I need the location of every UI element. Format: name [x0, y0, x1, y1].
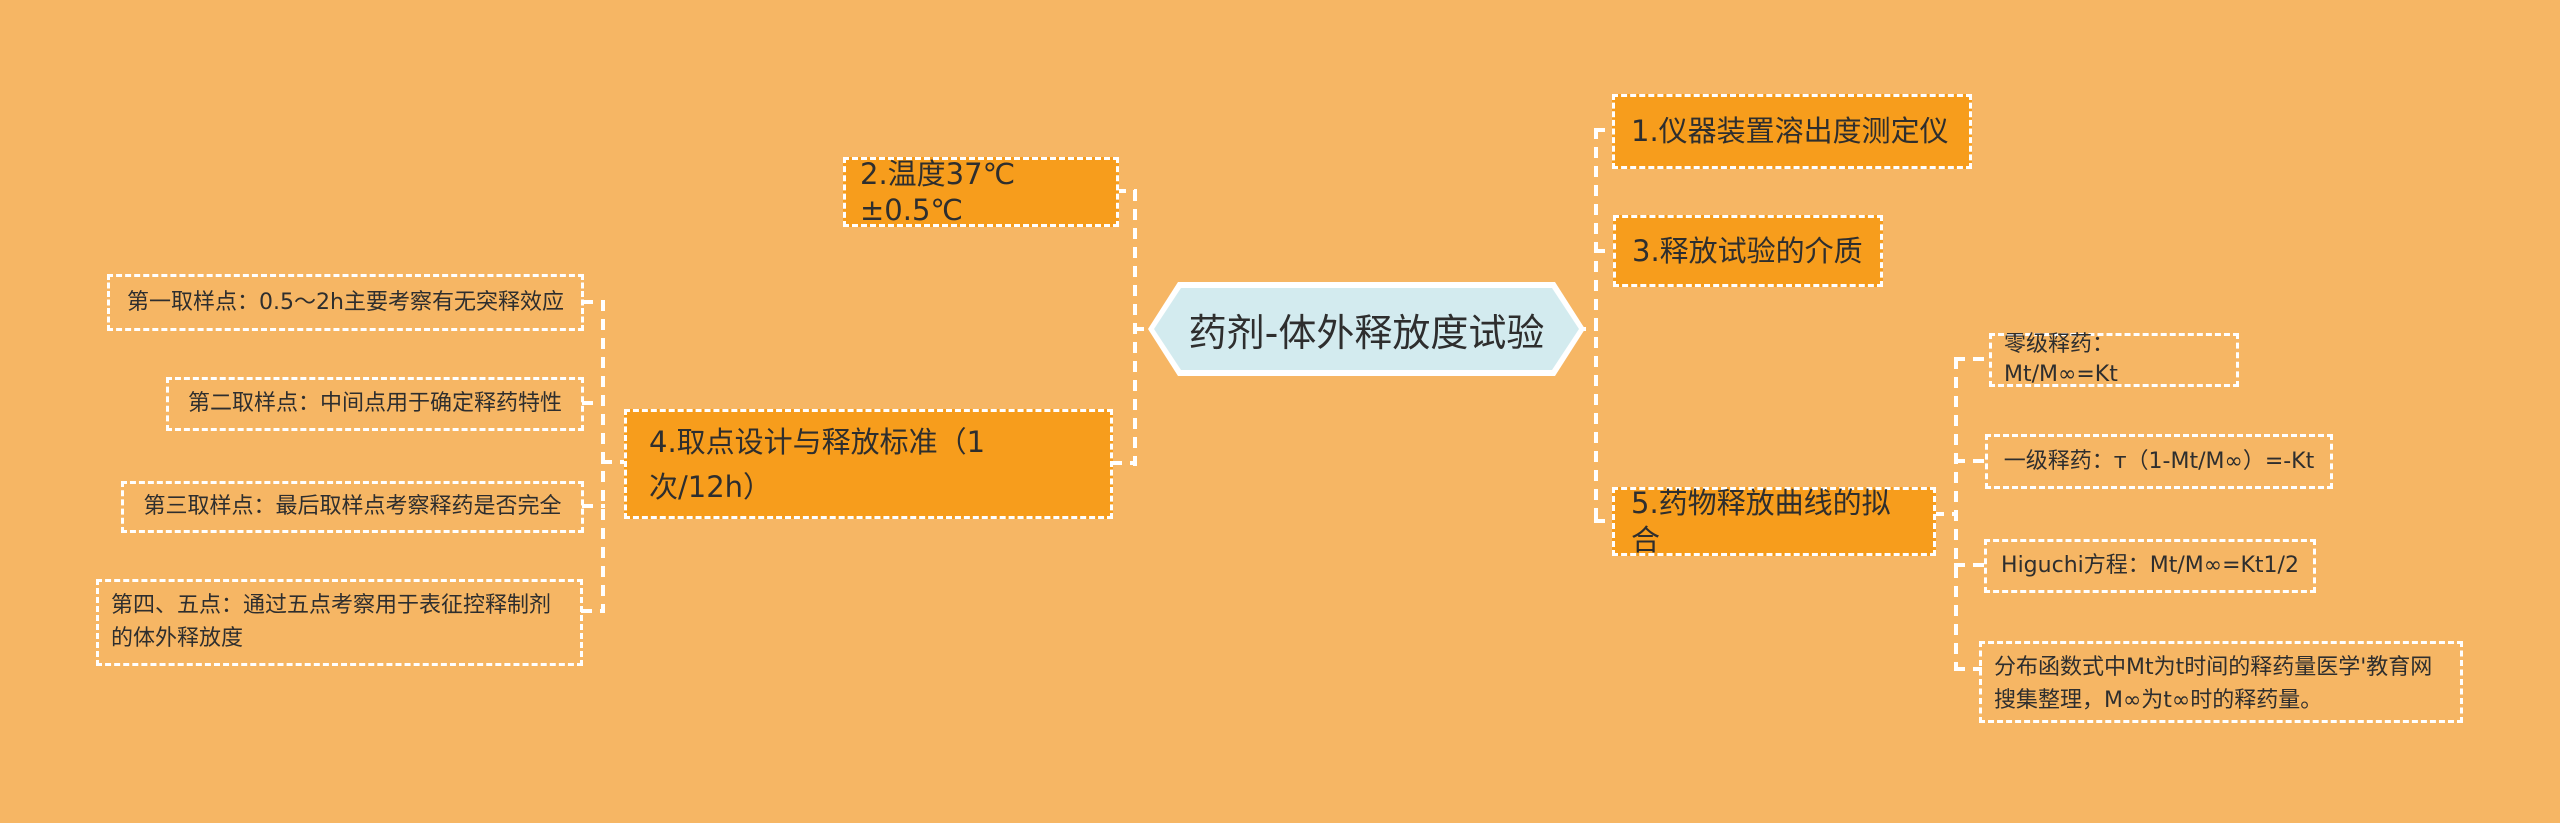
- leaf-label: 分布函数式中Mt为t时间的释药量医学'教育网搜集整理，M∞为t∞时的释药量。: [1994, 655, 2433, 713]
- connector-left-sub-trunk: [601, 300, 605, 613]
- connector-stub-branch4-right: [1111, 461, 1137, 465]
- connector-stub-branch2: [1115, 189, 1137, 193]
- connector-stub-branch5-right: [1933, 512, 1958, 516]
- branch-node-1-label: 1.仪器装置溶出度测定仪: [1631, 114, 1949, 149]
- connector-stub-branch1: [1594, 128, 1616, 132]
- connector-stub-leaf-l3: [582, 504, 605, 508]
- branch-node-2[interactable]: 2.温度37℃±0.5℃: [843, 157, 1119, 227]
- connector-stub-branch4-left: [601, 460, 628, 464]
- branch-node-2-label: 2.温度37℃±0.5℃: [860, 156, 1016, 227]
- leaf-label: 第三取样点：最后取样点考察释药是否完全: [143, 494, 562, 520]
- connector-stub-branch5-left: [1594, 519, 1616, 523]
- connector-stub-leaf-r1: [1954, 357, 1992, 361]
- leaf-node-distribution-note[interactable]: 分布函数式中Mt为t时间的释药量医学'教育网搜集整理，M∞为t∞时的释药量。: [1979, 641, 2463, 723]
- connector-stub-leaf-r2: [1954, 459, 1988, 463]
- connector-stub-leaf-l2: [582, 401, 605, 405]
- leaf-node-zero-order[interactable]: 零级释药：Mt/M∞=Kt: [1989, 332, 2239, 387]
- connector-stub-leaf-l1: [582, 300, 605, 304]
- leaf-node-sampling-point-3[interactable]: 第三取样点：最后取样点考察释药是否完全: [121, 481, 584, 533]
- leaf-node-higuchi[interactable]: Higuchi方程：Mt/M∞=Kt1/2: [1984, 539, 2316, 593]
- leaf-label: 第四、五点：通过五点考察用于表征控释制剂的体外释放度: [111, 593, 552, 651]
- root-node-label: 药剂-体外释放度试验: [1188, 310, 1545, 355]
- connector-stub-root-left: [1133, 327, 1159, 331]
- branch-node-3-label: 3.释放试验的介质: [1632, 233, 1863, 268]
- root-node[interactable]: 药剂-体外释放度试验: [1148, 282, 1585, 376]
- connector-stub-leaf-l4: [581, 609, 605, 613]
- leaf-label: 第二取样点：中间点用于确定释药特性: [187, 391, 562, 417]
- branch-node-1[interactable]: 1.仪器装置溶出度测定仪: [1612, 94, 1972, 169]
- branch-node-5-label: 5.药物释放曲线的拟合: [1631, 486, 1891, 557]
- leaf-node-sampling-point-2[interactable]: 第二取样点：中间点用于确定释药特性: [166, 377, 584, 431]
- connector-stub-leaf-r4: [1954, 667, 1982, 671]
- branch-node-5[interactable]: 5.药物释放曲线的拟合: [1612, 486, 1936, 557]
- branch-node-4[interactable]: 4.取点设计与释放标准（1次/12h）: [624, 409, 1113, 519]
- leaf-label: 第一取样点：0.5～2h主要考察有无突释效应: [127, 289, 564, 315]
- leaf-node-sampling-point-1[interactable]: 第一取样点：0.5～2h主要考察有无突释效应: [107, 274, 584, 331]
- leaf-label: 一级释药：т（1-Mt/M∞）=-Kt: [2003, 448, 2315, 474]
- leaf-node-first-order[interactable]: 一级释药：т（1-Mt/M∞）=-Kt: [1985, 434, 2333, 489]
- connector-stub-leaf-r3: [1954, 563, 1987, 567]
- connector-right-trunk: [1594, 128, 1598, 522]
- leaf-node-sampling-point-4-5[interactable]: 第四、五点：通过五点考察用于表征控释制剂的体外释放度: [96, 579, 583, 666]
- leaf-label: 零级释药：Mt/M∞=Kt: [2004, 332, 2118, 387]
- leaf-label: Higuchi方程：Mt/M∞=Kt1/2: [2001, 553, 2299, 579]
- branch-node-4-label: 4.取点设计与释放标准（1次/12h）: [649, 425, 986, 504]
- connector-stub-branch3: [1594, 249, 1618, 253]
- root-node-body: 药剂-体外释放度试验: [1154, 288, 1579, 370]
- connector-stub-root-right: [1575, 327, 1598, 331]
- branch-node-3[interactable]: 3.释放试验的介质: [1613, 215, 1883, 287]
